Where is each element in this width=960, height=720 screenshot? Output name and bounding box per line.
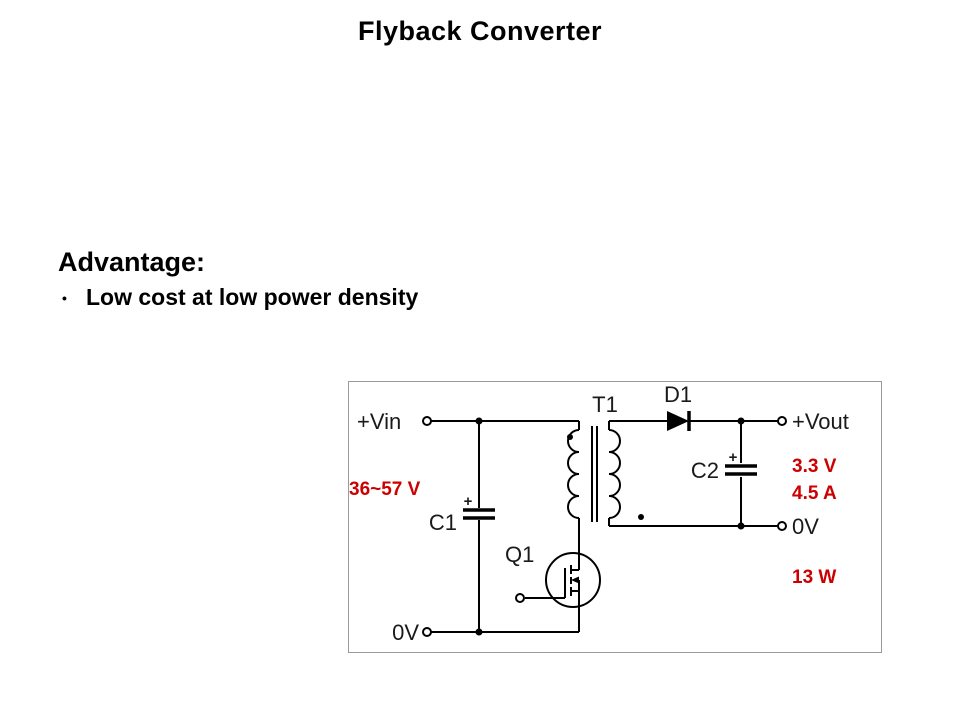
mosfet-body-arrow: [571, 576, 579, 584]
circuit-wires: [431, 420, 778, 633]
label-c1: C1: [429, 510, 457, 535]
bullet-icon: •: [62, 289, 67, 306]
capacitor-c2-symbol: [725, 421, 757, 526]
zero-v-right-terminal: [777, 521, 787, 531]
junction-dots: [475, 417, 745, 636]
circuit-diagram: +Vin T1 D1 +Vout 0V C1 C2 Q1 0V + + 36~5…: [348, 381, 882, 653]
gate-terminal: [515, 593, 525, 603]
advantage-section: Advantage: • Low cost at low power densi…: [58, 246, 418, 311]
capacitor-c1-symbol: [463, 421, 495, 632]
label-d1: D1: [664, 382, 692, 407]
label-c2: C2: [691, 458, 719, 483]
input-voltage-rating: 36~57 V: [349, 479, 421, 500]
label-zero-v-bottom: 0V: [392, 620, 419, 645]
label-vout: +Vout: [792, 409, 849, 434]
label-vin: +Vin: [357, 409, 401, 434]
label-q1: Q1: [505, 542, 534, 567]
bullet-item: • Low cost at low power density: [58, 284, 418, 311]
vin-terminal: [422, 416, 432, 426]
mosfet-q1-symbol: [515, 518, 601, 632]
label-zero-v-right: 0V: [792, 514, 819, 539]
c1-polarity-plus: +: [464, 493, 473, 510]
output-power-rating: 13 W: [792, 567, 836, 588]
slide-title: Flyback Converter: [357, 16, 603, 46]
transformer-t1-symbol: [567, 421, 644, 526]
output-voltage-rating: 3.3 V: [792, 456, 837, 477]
bullet-text: Low cost at low power density: [86, 284, 419, 310]
terminals: [422, 416, 787, 637]
c2-polarity-plus: +: [729, 449, 738, 466]
secondary-polarity-dot: [638, 514, 644, 520]
label-t1: T1: [592, 392, 618, 417]
diode-d1-symbol: [667, 411, 691, 431]
vout-terminal: [777, 416, 787, 426]
zero-v-bottom-terminal: [422, 627, 432, 637]
primary-polarity-dot: [567, 434, 573, 440]
advantage-heading: Advantage:: [58, 247, 206, 277]
output-current-rating: 4.5 A: [792, 483, 837, 504]
circuit-schematic: +Vin T1 D1 +Vout 0V C1 C2 Q1 0V + + 36~5…: [349, 382, 849, 645]
